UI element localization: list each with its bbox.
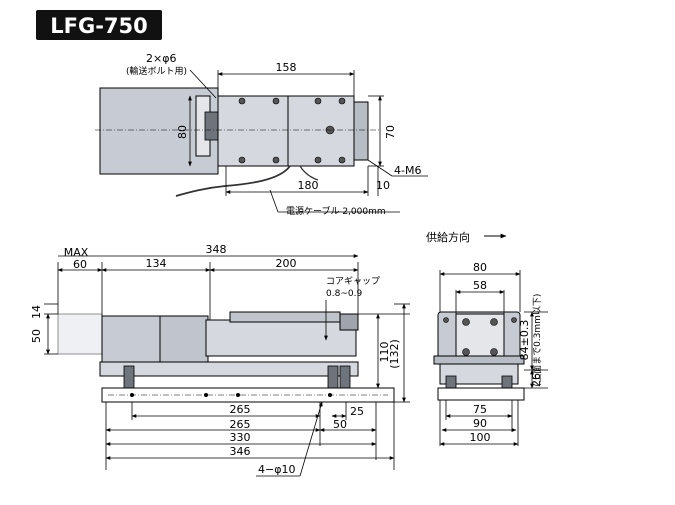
bolt-icon (272, 97, 280, 105)
dim-265-a: 265 (230, 403, 251, 416)
cable-note: 電源ケーブル 2,000mm (286, 205, 386, 217)
mount-hole-icon (328, 393, 332, 397)
dim-80-top: 80 (176, 125, 189, 139)
side-trough-top (229, 311, 341, 323)
dim-100: 100 (470, 431, 491, 444)
side-body-mid (159, 315, 209, 363)
bolt-icon (511, 317, 517, 323)
dim-80-end: 80 (473, 261, 487, 274)
dim-70: 70 (384, 125, 397, 139)
top-main-body-left (217, 95, 289, 167)
dim-132: (132) (388, 339, 401, 369)
dim-max: MAX (64, 246, 89, 259)
end-base (439, 363, 519, 385)
dim-84: 84±0.3 (518, 320, 531, 361)
end-flange (433, 355, 525, 365)
side-end-block (339, 313, 359, 331)
foot (123, 365, 135, 389)
dim-346: 346 (230, 445, 251, 458)
dim-158: 158 (276, 61, 297, 74)
dim-110: 110 (378, 342, 391, 363)
bolt-icon (462, 348, 470, 356)
bolt-icon (490, 318, 498, 326)
model-title: LFG-750 (50, 14, 148, 38)
bolt-icon (314, 97, 322, 105)
top-end-plate (353, 101, 369, 161)
bolt-icon (338, 156, 346, 164)
model-badge: LFG-750 (36, 10, 162, 40)
bolt-icon (238, 156, 246, 164)
mount-hole-icon (204, 393, 208, 397)
core-gap-value: 0.8~0.9 (326, 289, 362, 299)
feed-direction: 供給方向 (426, 230, 507, 244)
dim-bolt-hole: 2×φ6 (146, 52, 176, 65)
mount-hole-icon (130, 393, 134, 397)
core-gap-label: コアギャップ (326, 276, 380, 287)
mount-hole-icon (236, 393, 240, 397)
end-bolts (443, 317, 517, 356)
dim-265-b: 265 (230, 418, 251, 431)
side-view: 348 MAX 60 134 200 コアギャップ 0.8~0.9 50 14 … (30, 243, 410, 477)
bolt-icon (462, 318, 470, 326)
foot (327, 365, 339, 389)
dim-90: 90 (473, 417, 487, 430)
bolt-icon (272, 156, 280, 164)
dim-26: 26 (530, 373, 543, 387)
top-main-body-right (287, 95, 355, 167)
end-view: 80 58 84±0.3 (上面まで0.3mm以下) 26 75 90 100 (433, 261, 548, 446)
dim-14: 14 (30, 305, 43, 319)
dim-bolt-note: (輸送ボルト用) (126, 65, 187, 77)
dim-330: 330 (230, 431, 251, 444)
dim-4phi10: 4−φ10 (258, 463, 295, 476)
dim-10: 10 (376, 179, 390, 192)
dim-25: 25 (350, 405, 364, 418)
top-view: 158 2×φ6 (輸送ボルト用) 80 70 180 10 4-M6 電源ケー… (95, 52, 428, 217)
dim-75: 75 (473, 403, 487, 416)
dim-50-left: 50 (30, 329, 43, 343)
bolt-icon (314, 156, 322, 164)
power-cable-lead (299, 165, 319, 181)
dim-4m6: 4-M6 (394, 164, 421, 177)
bolt-icon (490, 348, 498, 356)
dim-84-note: (上面まで0.3mm以下) (532, 294, 543, 387)
bolt-icon (338, 97, 346, 105)
foot (339, 365, 351, 389)
end-bottom-plate (437, 387, 525, 401)
dim-58: 58 (473, 279, 487, 292)
power-cable (175, 165, 291, 197)
side-trough (205, 319, 357, 357)
dim-200: 200 (276, 257, 297, 270)
dim-348: 348 (206, 243, 227, 256)
dim-50-bottom: 50 (333, 418, 347, 431)
dim-60: 60 (73, 258, 87, 271)
dim-180: 180 (298, 179, 319, 192)
feed-direction-label: 供給方向 (426, 230, 470, 244)
bolt-icon (238, 97, 246, 105)
side-hopper-ext (57, 313, 103, 355)
dim-134: 134 (146, 257, 167, 270)
bolt-icon (443, 317, 449, 323)
side-base-bar (99, 361, 359, 377)
